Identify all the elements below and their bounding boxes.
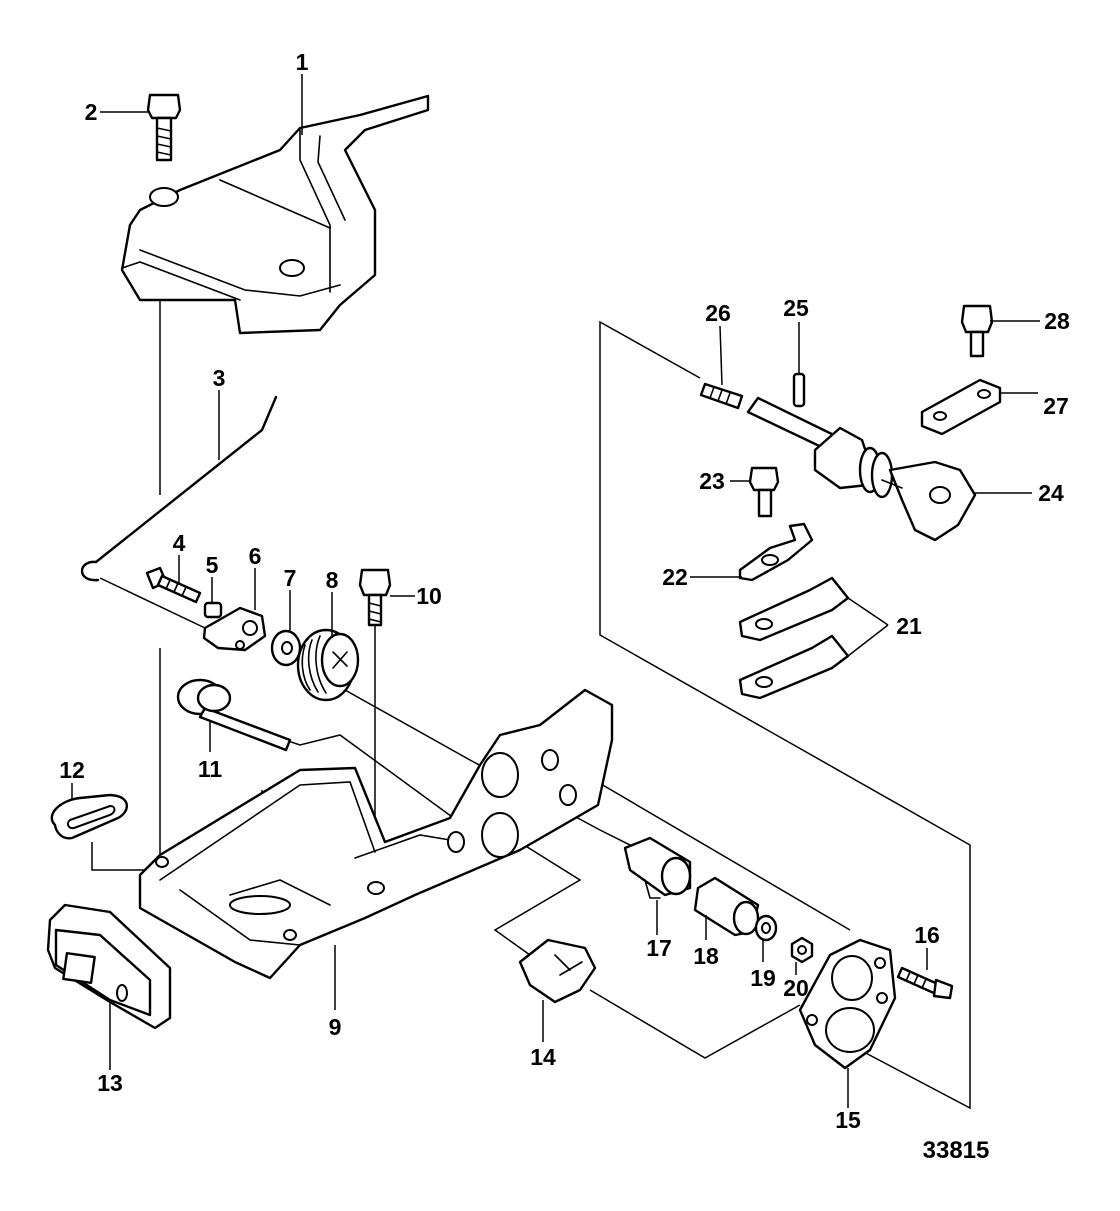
figure-number: 33815 — [923, 1137, 990, 1164]
callout-leaders — [71, 74, 1040, 1108]
part-19-washer — [754, 914, 778, 942]
part-28-bolt — [960, 304, 994, 358]
callout-2: 2 — [85, 99, 98, 125]
callout-28: 28 — [1044, 308, 1070, 334]
part-26-spring — [699, 382, 744, 410]
callout-27: 27 — [1043, 393, 1069, 419]
callout-4: 4 — [173, 530, 186, 556]
callout-18: 18 — [693, 943, 719, 969]
part-8-pulley — [296, 628, 360, 702]
part-25-pin — [792, 372, 806, 408]
part-5-bushing — [203, 601, 223, 619]
part-24-shift-shaft — [746, 396, 977, 542]
part-14-cam — [518, 938, 597, 1004]
part-27-plate — [920, 378, 1002, 436]
part-1-cover — [120, 94, 430, 335]
callout-23: 23 — [699, 468, 725, 494]
callout-19: 19 — [750, 965, 776, 991]
callout-15: 15 — [835, 1107, 861, 1133]
part-11-shaft — [176, 678, 292, 752]
callout-3: 3 — [213, 365, 226, 391]
callout-25: 25 — [783, 295, 809, 321]
callout-9: 9 — [329, 1014, 342, 1040]
part-2-bolt — [146, 93, 182, 162]
callout-16: 16 — [914, 922, 940, 948]
part-20-nut — [790, 936, 814, 964]
callout-10: 10 — [416, 583, 442, 609]
part-13-switch — [46, 903, 172, 1030]
part-23-bolt — [748, 466, 780, 518]
callout-14: 14 — [530, 1044, 556, 1070]
callout-5: 5 — [206, 552, 219, 578]
callout-20: 20 — [783, 975, 809, 1001]
callout-6: 6 — [249, 543, 262, 569]
part-3-link-rod — [80, 395, 278, 582]
callout-22: 22 — [662, 564, 688, 590]
part-10-bolt — [358, 568, 392, 627]
callout-21: 21 — [896, 613, 922, 639]
part-9-base-bracket — [138, 688, 614, 980]
callout-11: 11 — [198, 756, 223, 782]
part-7-washer — [270, 629, 302, 667]
part-16-screw — [896, 966, 954, 1000]
part-17-flanged-bushing — [623, 836, 692, 899]
part-12-grommet — [50, 793, 128, 840]
part-6-lever — [202, 606, 267, 652]
callout-26: 26 — [705, 300, 731, 326]
callout-7: 7 — [284, 565, 297, 591]
callout-labels: 1 2 3 4 5 6 7 8 10 11 12 9 13 14 15 16 1… — [59, 49, 1070, 1133]
part-22-clip — [738, 522, 814, 582]
callout-8: 8 — [326, 567, 339, 593]
callout-17: 17 — [646, 935, 672, 961]
part-4-screw — [145, 566, 202, 604]
callout-1: 1 — [296, 49, 309, 75]
part-21-brackets — [738, 576, 850, 700]
part-15-plate — [798, 938, 897, 1070]
callout-12: 12 — [59, 757, 85, 783]
callout-13: 13 — [97, 1070, 123, 1096]
callout-24: 24 — [1038, 480, 1064, 506]
part-18-sleeve — [693, 876, 760, 937]
